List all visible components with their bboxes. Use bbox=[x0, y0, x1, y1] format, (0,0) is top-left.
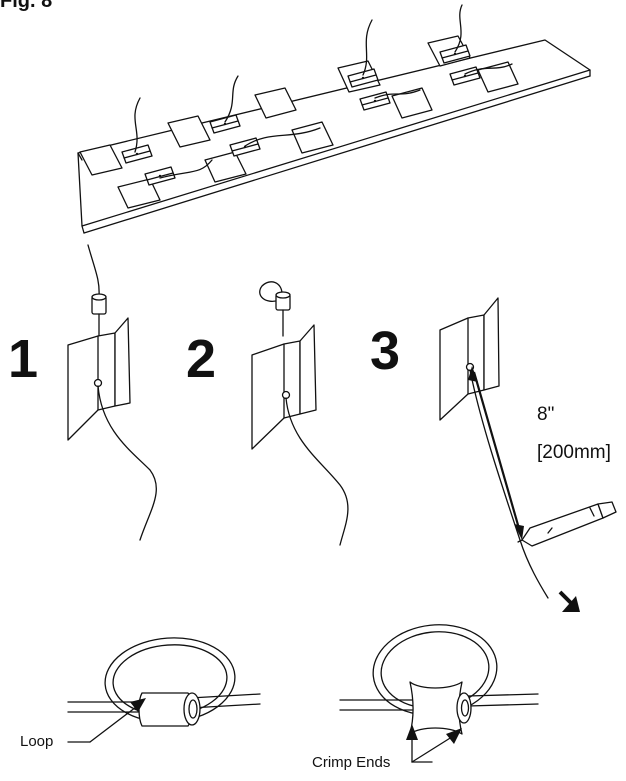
loop-detail bbox=[67, 637, 261, 727]
ceiling-panel bbox=[77, 39, 591, 234]
marker-pen bbox=[517, 501, 617, 547]
figure-label: Fig. 8 bbox=[0, 0, 53, 12]
loop-callout: Loop bbox=[20, 733, 54, 750]
step-2-bracket bbox=[251, 281, 349, 546]
step-1-bracket bbox=[67, 244, 157, 541]
step-number-1: 1 bbox=[8, 329, 39, 389]
crimp-leaders bbox=[406, 724, 462, 763]
step-3-bracket bbox=[439, 297, 617, 612]
measurement-imperial: 8" bbox=[537, 404, 555, 425]
crimp-detail bbox=[339, 624, 539, 735]
measurement-metric: [200mm] bbox=[537, 442, 611, 463]
panel-tiles bbox=[79, 35, 519, 209]
step-number-2: 2 bbox=[186, 329, 217, 389]
loop-leader bbox=[67, 698, 146, 743]
panel-wires bbox=[134, 4, 513, 179]
direction-arrow bbox=[558, 590, 580, 612]
step-number-3: 3 bbox=[370, 321, 401, 381]
crimp-ends-callout: Crimp Ends bbox=[312, 754, 391, 771]
